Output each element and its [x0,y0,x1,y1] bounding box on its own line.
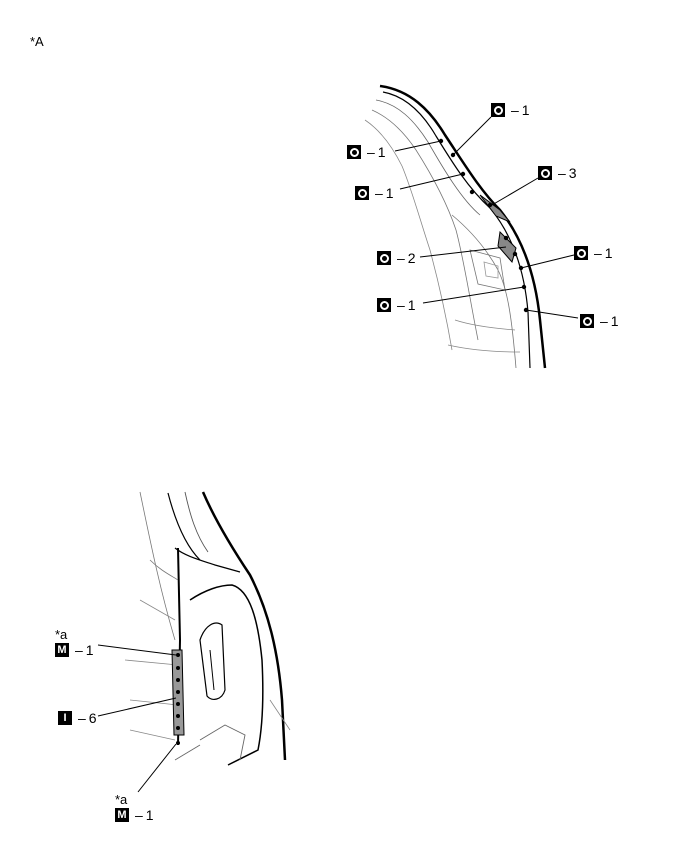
upper-weld-points [438,138,529,313]
weld-spot-icon [355,186,369,200]
callout-lower-2: I–6 [58,711,97,725]
lower-quarter-drawing [124,491,291,766]
callout-lower-3: M–1 [115,808,154,822]
callout-upper-2: –1 [347,145,386,159]
m-symbol-icon: M [115,808,129,822]
lower-weld-points [176,653,180,745]
upper-leader-lines [394,116,579,319]
callout-upper-3: –1 [355,186,394,200]
weld-spot-icon [574,246,588,260]
weld-spot-icon [538,166,552,180]
i-symbol-icon: I [58,711,72,725]
note-a-top: *a [55,627,68,642]
callout-upper-4: –3 [538,166,577,180]
callout-upper-1: –1 [491,103,530,117]
m-symbol-icon: M [55,643,69,657]
callout-upper-5: –2 [377,251,416,265]
callout-upper-7: –1 [377,298,416,312]
callout-upper-8: –1 [580,314,619,328]
weld-spot-icon [580,314,594,328]
callout-upper-6: –1 [574,246,613,260]
weld-spot-icon [377,251,391,265]
upper-pillar-drawing [364,84,547,369]
weld-spot-icon [491,103,505,117]
note-a-bottom: *a [115,792,128,807]
page-label: *A [30,34,44,49]
lower-leader-lines [97,644,177,793]
weld-spot-icon [347,145,361,159]
weld-spot-icon [377,298,391,312]
callout-lower-1: M–1 [55,643,94,657]
